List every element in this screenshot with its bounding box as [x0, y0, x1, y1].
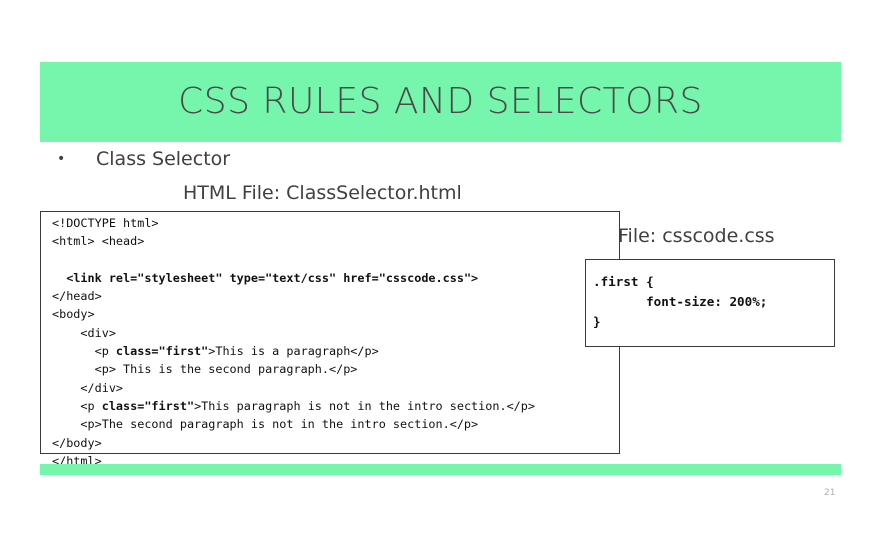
title-band: CSS RULES AND SELECTORS	[40, 62, 841, 142]
code-text: </head>	[52, 289, 102, 304]
code-bold-text: class="first"	[101, 398, 195, 413]
bottom-accent-band	[40, 464, 841, 475]
code-text: </div>	[52, 380, 124, 395]
css-code-line: font-size: 200%;	[593, 294, 768, 309]
code-line: <link rel="stylesheet" type="text/css" h…	[52, 271, 478, 285]
code-line: <p>The second paragraph is not in the in…	[52, 417, 478, 431]
code-text: <!DOCTYPE html>	[52, 216, 159, 230]
code-bold-text: class="first"	[115, 344, 209, 359]
css-code-line: .first {	[593, 274, 654, 289]
code-line: <p class="first">This paragraph is not i…	[52, 399, 535, 413]
page-number: 21	[824, 488, 836, 498]
code-bold-text: <link rel="stylesheet" type="text/css" h…	[66, 270, 479, 285]
code-line: <html> <head>	[52, 234, 144, 248]
css-code-box: .first { font-size: 200%; }	[585, 259, 835, 347]
html-file-label: HTML File: ClassSelector.html	[183, 182, 462, 204]
css-code-block: .first { font-size: 200%; }	[593, 272, 767, 332]
code-text: <html> <head>	[52, 234, 145, 249]
code-text: <p>The second paragraph is not in the in…	[52, 417, 479, 432]
code-text: </body>	[52, 435, 102, 450]
bullet-text: Class Selector	[96, 148, 231, 170]
code-line: <body>	[52, 307, 95, 321]
code-line: </head>	[52, 289, 102, 303]
code-line: </body>	[52, 436, 102, 450]
code-line: <p class="first">This is a paragraph</p>	[52, 344, 379, 358]
code-text: <body>	[52, 307, 95, 322]
html-code-box: <!DOCTYPE html> <html> <head> <link rel=…	[40, 211, 620, 468]
code-line: <!DOCTYPE html>	[52, 216, 159, 230]
code-line: <div>	[52, 326, 116, 340]
code-text	[52, 271, 66, 285]
code-text: >This paragraph is not in the intro sect…	[194, 398, 535, 413]
html-code-block: <!DOCTYPE html> <html> <head> <link rel=…	[52, 214, 535, 470]
code-line: </div>	[52, 381, 123, 395]
bullet-marker: •	[57, 151, 66, 167]
css-file-label: File: csscode.css	[618, 225, 775, 247]
css-code-line: }	[593, 314, 601, 329]
code-text: <p	[52, 344, 116, 359]
code-text: <div>	[52, 325, 116, 340]
code-line: <p> This is the second paragraph.</p>	[52, 362, 358, 377]
code-text: >This is a paragraph</p>	[208, 344, 379, 359]
slide-title: CSS RULES AND SELECTORS	[178, 81, 703, 122]
code-text: <p> This is the second paragraph.</p>	[52, 362, 358, 377]
code-text: <p	[52, 398, 102, 413]
